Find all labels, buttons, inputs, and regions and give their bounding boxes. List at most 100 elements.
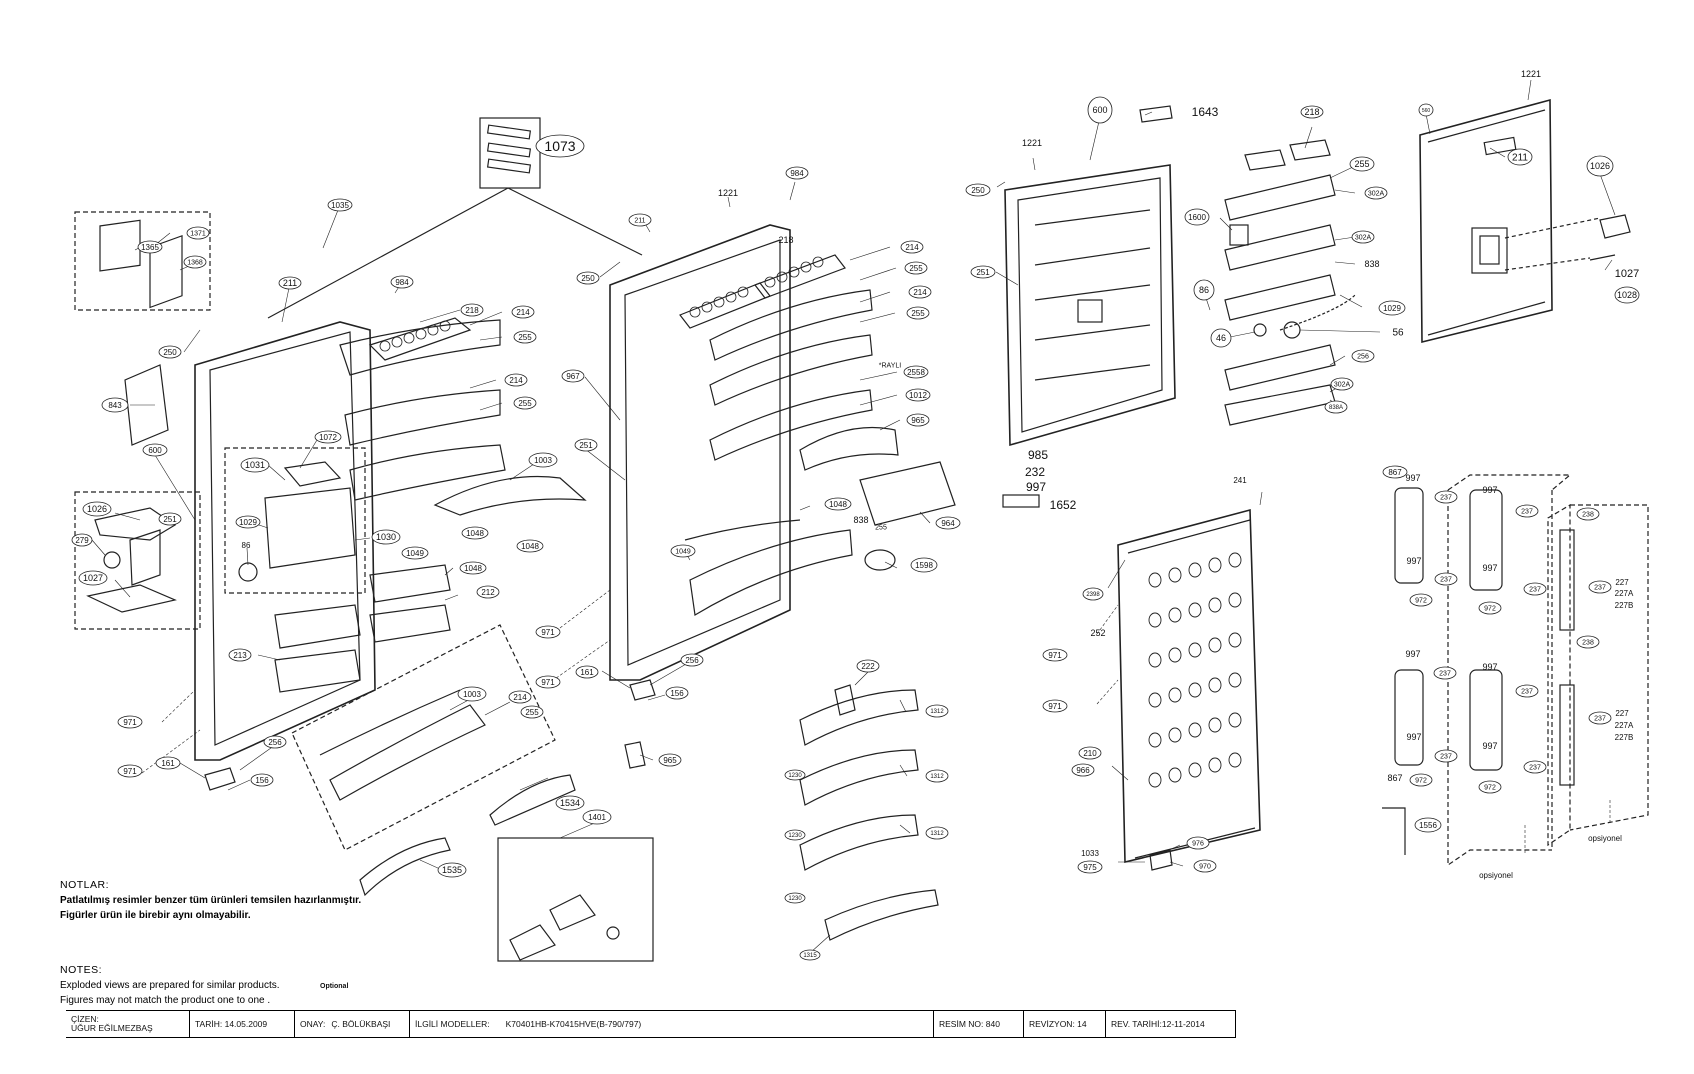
resim-value: RESİM NO: 840 <box>939 1019 1000 1029</box>
ilgili-value: K70401HB-K70415HVE(B-790/797) <box>505 1019 642 1029</box>
part-number-label: 1048 <box>466 529 484 538</box>
callout-bubble <box>1478 601 1502 615</box>
part-number-label: 972 <box>1415 777 1427 784</box>
callout-bubble <box>628 213 652 227</box>
callout-bubble <box>1077 860 1103 874</box>
callout-bubble <box>457 686 487 702</box>
callout-bubble <box>437 862 467 878</box>
part-number-label: 302A <box>1355 234 1372 241</box>
callout-bubble <box>1193 859 1217 873</box>
callout-bubble <box>1515 684 1539 698</box>
part-number-label: 838 <box>1364 259 1379 269</box>
callout-bubble <box>142 443 168 457</box>
part-number-label: 302A <box>1368 190 1385 197</box>
part-number-label: 975 <box>1083 863 1097 872</box>
part-number-label: 1600 <box>1188 213 1206 222</box>
part-number-label: 971 <box>123 718 137 727</box>
notes-turkish: NOTLAR: Patlatılmış resimler benzer tüm … <box>60 878 361 923</box>
part-number-label: 218 <box>465 306 479 315</box>
callout-bubble <box>680 653 704 667</box>
part-number-label: 1003 <box>463 690 481 699</box>
callout-bubble <box>582 809 612 825</box>
callout-bubble <box>186 226 210 240</box>
callout-bubble <box>925 769 949 783</box>
callout-bubble <box>903 365 929 379</box>
part-number-label: 997 <box>1482 485 1497 495</box>
part-number-label: 1535 <box>442 865 462 875</box>
title-block: ÇİZEN: UĞUR EĞİLMEZBAŞ TARİH: 14.05.2009… <box>66 1010 1236 1038</box>
part-number-label: 227A <box>1615 589 1634 598</box>
part-number-label: 250 <box>163 348 177 357</box>
callout-bubble <box>183 255 207 269</box>
part-number-label: 1035 <box>331 201 349 210</box>
notes-en-line2: Figures may not match the product one to… <box>60 995 271 1006</box>
part-number-label: 843 <box>108 401 122 410</box>
callout-bubble <box>561 369 585 383</box>
callout-bubble <box>1210 328 1232 348</box>
part-number-label: 237 <box>1440 494 1452 501</box>
callout-bubble <box>1184 208 1210 226</box>
part-number-label: 237 <box>1594 584 1606 591</box>
part-number-label: 251 <box>976 268 990 277</box>
part-number-label: 46 <box>1216 333 1226 343</box>
part-number-label: 1073 <box>544 138 575 154</box>
part-number-label: 997 <box>1406 732 1421 742</box>
callout-bubble <box>513 330 537 344</box>
part-number-label: 250 <box>971 186 985 195</box>
callout-bubble <box>856 659 880 673</box>
callout-bubble <box>1418 103 1434 117</box>
part-number-label: 600 <box>1092 105 1107 115</box>
tarih-value: TARİH: 14.05.2009 <box>195 1019 268 1029</box>
callout-bubble <box>535 675 561 689</box>
optional-note: Optional <box>320 983 349 990</box>
revizyon-cell: REVİZYON: 14 <box>1024 1011 1106 1037</box>
callout-bubble <box>1434 572 1458 586</box>
callout-bubble <box>935 516 961 530</box>
callout-bubble <box>1434 490 1458 504</box>
part-number-label: 972 <box>1484 784 1496 791</box>
notes-tr-heading: NOTLAR: <box>60 879 110 891</box>
callout-bubble <box>117 715 143 729</box>
part-number-label: 1365 <box>141 243 159 252</box>
part-number-label: 211 <box>1512 153 1528 164</box>
callout-bubble <box>371 529 401 545</box>
part-number-label: opsiyonel <box>1479 871 1513 880</box>
part-number-label: 1230 <box>788 896 802 902</box>
part-number-label: 1028 <box>1617 290 1637 300</box>
part-number-label: 255 <box>875 524 887 531</box>
callout-bubble <box>1082 587 1104 601</box>
callout-bubble <box>1586 155 1614 177</box>
part-number-label: *RAYLI <box>879 362 901 369</box>
callout-bubble <box>1588 711 1612 725</box>
callout-bubble <box>904 261 928 275</box>
part-number-label: 972 <box>1484 605 1496 612</box>
callout-bubble <box>535 625 561 639</box>
callout-bubble <box>1042 648 1068 662</box>
callout-bubble <box>460 303 484 317</box>
outer-door-top-assembly <box>1419 79 1631 344</box>
part-number-label: 1230 <box>788 773 802 779</box>
part-number-label: 1221 <box>1022 138 1042 148</box>
callout-bubble <box>1382 465 1408 479</box>
part-number-label: 1031 <box>245 460 265 470</box>
part-number-label: 971 <box>1048 651 1062 660</box>
part-number-label: 214 <box>509 376 523 385</box>
callout-bubble <box>1523 760 1547 774</box>
part-number-label: 1371 <box>190 230 206 237</box>
callout-bubble <box>535 134 585 158</box>
part-number-label: 237 <box>1529 764 1541 771</box>
callout-bubble <box>511 305 535 319</box>
callout-bubble <box>925 826 949 840</box>
part-number-label: 56 <box>1392 328 1404 339</box>
part-number-label: 227 <box>1615 709 1629 718</box>
callout-bubble <box>1351 230 1375 244</box>
callout-bubble <box>461 526 489 540</box>
callout-bubble <box>576 271 600 285</box>
callout-bubble <box>906 306 930 320</box>
part-number-label: 971 <box>1048 702 1062 711</box>
callout-bubble <box>784 829 806 841</box>
callout-bubble <box>785 166 809 180</box>
part-number-label: 1312 <box>930 709 944 715</box>
callout-bubble <box>314 430 342 444</box>
part-number-label: 1027 <box>83 573 103 583</box>
